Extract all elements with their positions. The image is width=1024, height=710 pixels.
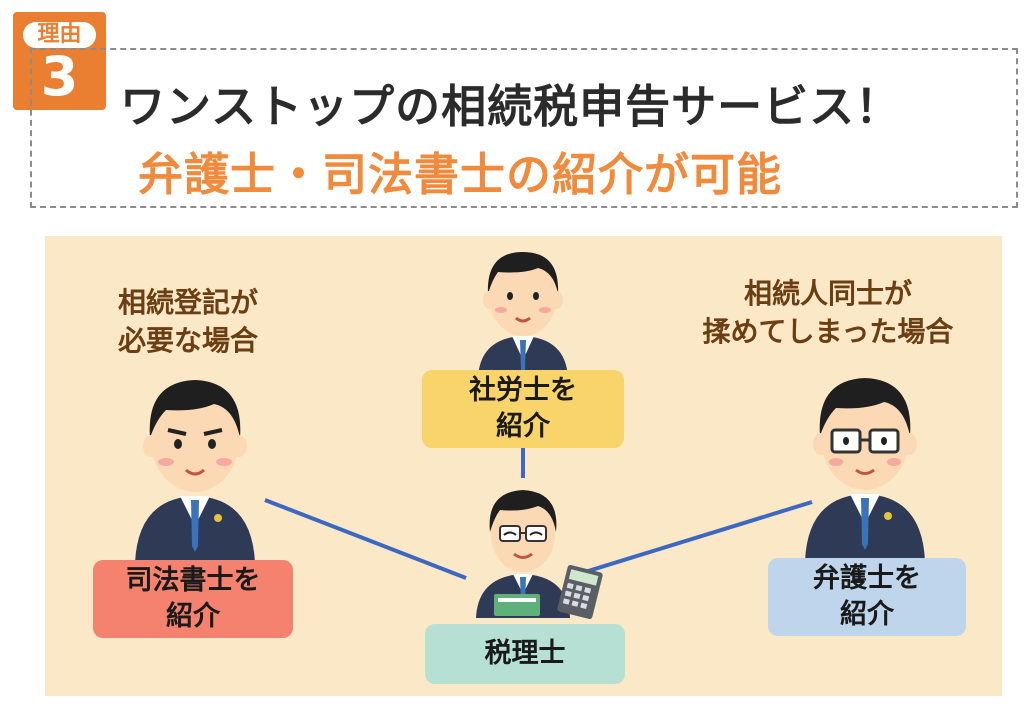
tax-accountant-person-icon xyxy=(476,490,570,618)
lawyer-person-icon xyxy=(805,378,925,561)
caption-right: 相続人同士が 揉めてしまった場合 xyxy=(668,275,988,351)
caption-right-line1: 相続人同士が xyxy=(743,277,912,310)
caption-left: 相続登記が 必要な場合 xyxy=(88,284,288,360)
caption-left-line1: 相続登記が xyxy=(117,286,258,319)
labor-consultant-box: 社労士を 紹介 xyxy=(422,370,624,448)
judicial-scrivener-person-icon xyxy=(135,380,255,563)
lawyer-box-line2: 紹介 xyxy=(840,599,894,630)
lawyer-box: 弁護士を 紹介 xyxy=(768,558,966,636)
judicial-scrivener-box: 司法書士を 紹介 xyxy=(93,560,293,638)
caption-right-line2: 揉めてしまった場合 xyxy=(702,315,954,348)
tax-accountant-box-label: 税理士 xyxy=(484,638,566,669)
labor-consultant-box-line1: 社労士を xyxy=(469,375,577,406)
reason-badge: 理由 3 xyxy=(13,12,106,110)
caption-left-line2: 必要な場合 xyxy=(117,324,258,357)
badge-label: 理由 xyxy=(23,22,96,48)
labor-consultant-box-line2: 紹介 xyxy=(496,411,550,442)
page-title: ワンストップの相続税申告サービス！ xyxy=(120,80,902,133)
connector-right xyxy=(584,500,813,574)
calculator-icon xyxy=(557,564,603,620)
judicial-scrivener-box-line1: 司法書士を xyxy=(125,565,261,596)
labor-consultant-person-icon xyxy=(478,252,568,378)
lawyer-box-line1: 弁護士を xyxy=(813,563,921,594)
header-frame xyxy=(30,48,1018,208)
tax-accountant-box: 税理士 xyxy=(425,624,625,684)
page-subtitle: 弁護士・司法書士の紹介が可能 xyxy=(138,148,783,201)
connector-left xyxy=(264,498,467,580)
badge-number: 3 xyxy=(40,45,79,108)
judicial-scrivener-box-line2: 紹介 xyxy=(166,601,220,632)
